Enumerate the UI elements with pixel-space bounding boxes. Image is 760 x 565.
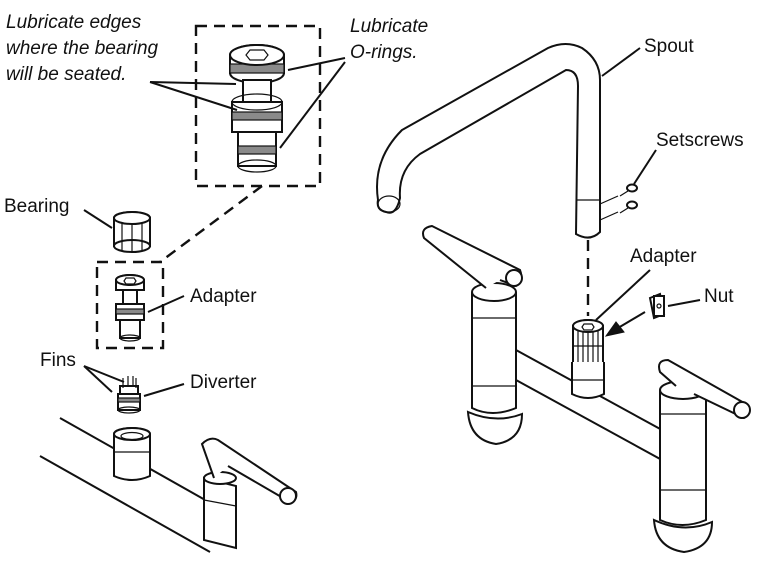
bearing-label: Bearing [4,196,70,217]
fins-leaders [83,365,125,393]
bearing-leader [83,209,113,229]
spout-leader [601,47,641,77]
adapter-left-leader [147,295,185,313]
spout-part [376,43,601,239]
nut-insert-arrow [604,311,646,337]
setscrews-label: Setscrews [656,130,744,151]
lubricate-orings-label: Lubricate O-rings. [350,16,433,63]
diverter-part [117,376,141,414]
lubricate-edges-leaders [149,81,238,111]
adapter-right-label: Adapter [630,246,697,267]
nut-part [648,292,666,320]
adapter-detail-box [194,24,322,188]
adapter-left-label: Adapter [190,286,257,307]
right-adapter-part [572,319,604,365]
diverter-label: Diverter [190,372,257,393]
setscrews-leader [633,149,657,185]
fins-label: Fins [40,350,76,371]
diverter-leader [143,383,185,397]
left-faucet-body [39,417,298,553]
adapter-right-leader [595,269,651,321]
detail-connector-line [159,185,263,263]
lubricate-orings-leaders [279,57,346,149]
adapter-detail-part [229,44,285,173]
setscrews-part [599,183,638,221]
lubricate-edges-label: Lubricate edges where the bearing will b… [6,12,163,85]
bearing-part [113,211,151,253]
adapter-small-part [115,274,145,342]
nut-label: Nut [704,286,734,307]
spout-label: Spout [644,36,694,57]
nut-leader [667,299,701,307]
faucet-bridge-body [422,224,751,554]
